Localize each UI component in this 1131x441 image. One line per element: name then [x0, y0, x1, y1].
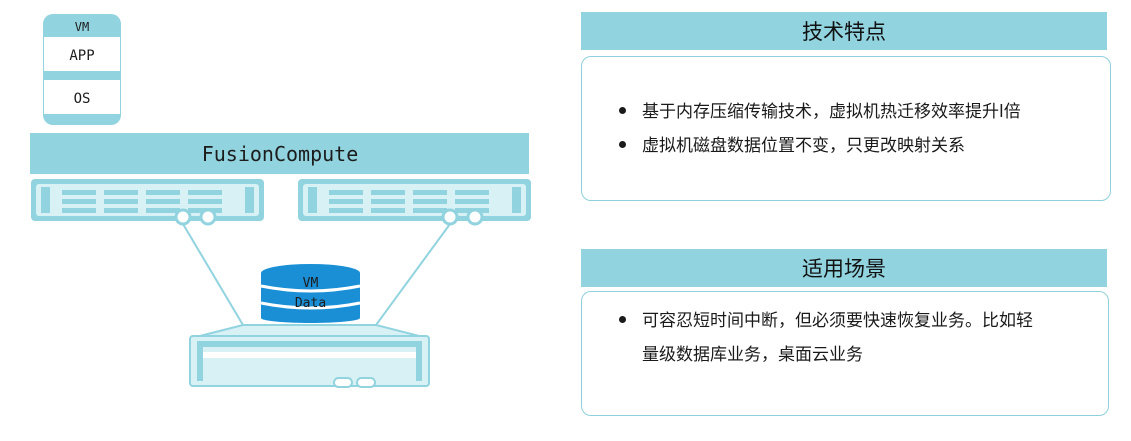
features-item-text: 虚拟机磁盘数据位置不变，只更改映射关系 [642, 136, 965, 156]
bullet-icon [619, 315, 626, 323]
os-label: OS [74, 91, 91, 107]
vm-label: VM [75, 20, 89, 34]
storage-connections [182, 223, 451, 326]
vm-data-disk-icon: VM Data [260, 264, 361, 323]
features-title: 技术特点 [581, 12, 1107, 50]
features-item-text: 基于内存压缩传输技术，虚拟机热迁移效率提升l倍 [642, 102, 1021, 122]
migration-diagram: VM APP OS FusionCompute [30, 14, 531, 388]
scenarios-item-continuation: 量级数据库业务，桌面云业务 [642, 345, 863, 365]
features-item: 虚拟机磁盘数据位置不变，只更改映射关系 [619, 129, 965, 163]
scenarios-panel [581, 291, 1109, 416]
fusioncompute-bar: FusionCompute [30, 133, 529, 174]
features-panel [581, 56, 1111, 201]
bullet-icon [619, 140, 626, 148]
datastore-label-vm: VM [303, 276, 319, 291]
host-server-right [298, 179, 531, 226]
scenarios-title: 适用场景 [581, 249, 1107, 287]
datastore-label-data: Data [295, 296, 326, 311]
app-label: APP [69, 48, 94, 64]
storage-device [189, 324, 430, 388]
host-server-left [31, 179, 264, 226]
bullet-icon [619, 106, 626, 114]
scenarios-item: 可容忍短时间中断，但必须要快速恢复业务。比如轻 [619, 304, 1033, 338]
scenarios-item-line1: 可容忍短时间中断，但必须要快速恢复业务。比如轻 [642, 311, 1033, 331]
vm-card: VM APP OS [43, 14, 121, 125]
fusioncompute-label: FusionCompute [202, 142, 359, 166]
features-item: 基于内存压缩传输技术，虚拟机热迁移效率提升l倍 [619, 95, 1021, 129]
